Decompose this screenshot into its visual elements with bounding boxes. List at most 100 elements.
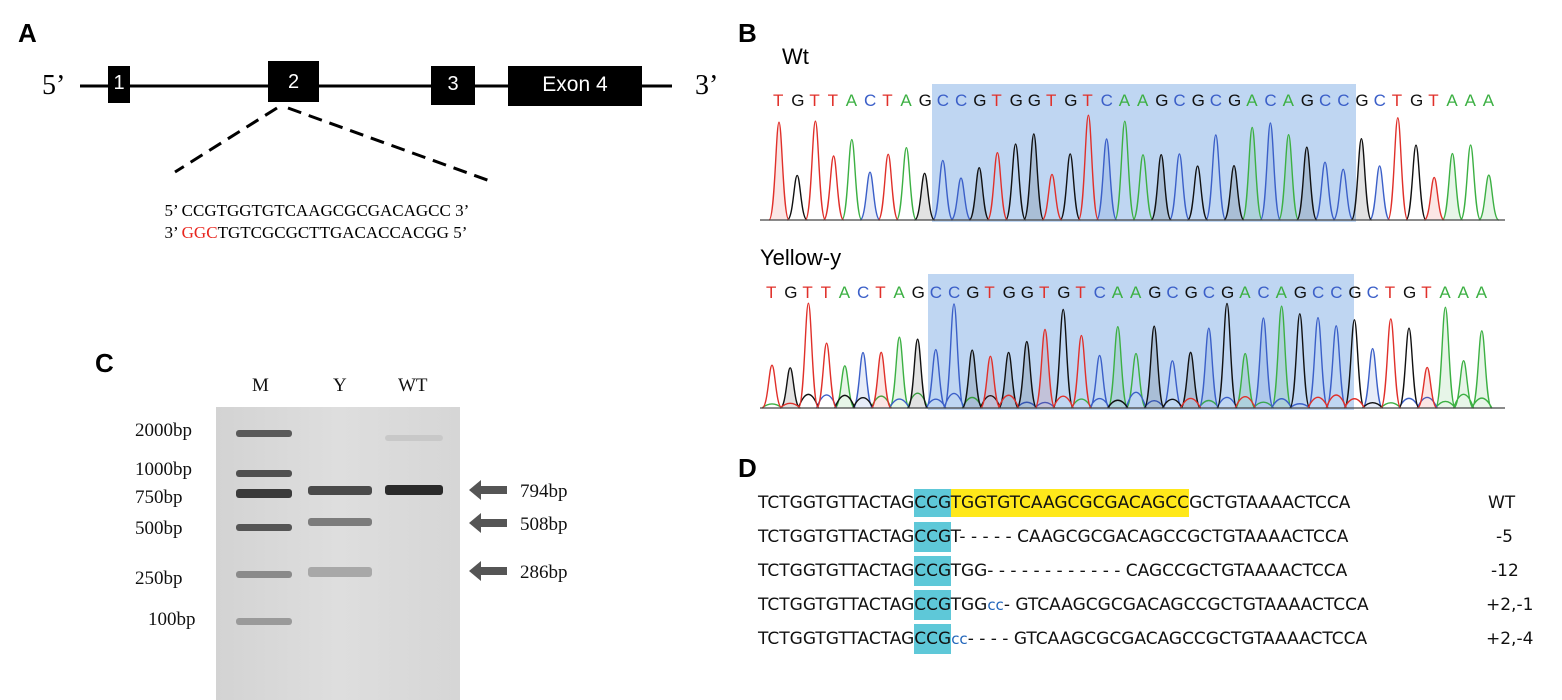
ladder-band-750 — [236, 489, 292, 498]
y-band-508 — [308, 518, 372, 526]
lane-label-y: Y — [333, 375, 347, 396]
base-call-letter: A — [1483, 91, 1495, 110]
insert-bases: cc — [987, 596, 1004, 614]
base-call-letter: G — [1057, 283, 1070, 302]
wt-band-794 — [385, 485, 443, 495]
target-seq-top: 5’ CCGTGGTGTCAAGCGCGACAGCC 3’ — [156, 181, 470, 221]
zoom-line-left — [174, 106, 278, 174]
ladder-label-1000: 1000bp — [135, 459, 192, 480]
base-call-letter: C — [857, 283, 869, 302]
base-call-letter: G — [791, 91, 804, 110]
ladder-band-500 — [236, 524, 292, 531]
trace-line — [768, 114, 1445, 221]
alignment-row-wt: TCTGGTGTTACTAGCCGTGGTGTCAAGCGCGACAGCCGCT… — [758, 489, 1558, 527]
base-call-letter: G — [1148, 283, 1161, 302]
alignment-row-del12: TCTGGTGTTACTAGCCGTGG- - - - - - - - - - … — [758, 556, 1558, 595]
base-call-letter: A — [1283, 91, 1295, 110]
base-call-letter: G — [1192, 91, 1205, 110]
base-call-letter: G — [1294, 283, 1307, 302]
base-call-letter: C — [1173, 91, 1185, 110]
base-call-letter: C — [1312, 283, 1324, 302]
row-suffix: - GTCAAGCGCGACAGCCGCTGTAAAACTCCA — [1003, 595, 1369, 615]
arrow-794 — [469, 480, 507, 500]
base-call-letter: C — [1264, 91, 1276, 110]
target-seq-bottom: 3’ GGCTGTCGCGCTTGACACCACGG 5’ — [156, 203, 468, 243]
exon-4-box — [508, 66, 642, 106]
base-call-letter: T — [821, 283, 831, 302]
row-seq: TGG — [950, 595, 988, 615]
base-call-letter: C — [955, 91, 967, 110]
row-seq: TGG- - - - - - - - - - - - CAGCCGCTGTAAA… — [950, 561, 1348, 581]
panel-b-label: B — [738, 18, 757, 48]
base-call-letter: G — [1348, 283, 1361, 302]
row-label: +2,-1 — [1486, 595, 1534, 615]
base-call-letter: T — [1385, 283, 1395, 302]
panel-c-label: C — [95, 348, 114, 378]
base-call-letter: A — [1465, 91, 1477, 110]
base-call-letter: C — [1337, 91, 1349, 110]
trace-line — [761, 305, 1493, 409]
seq-bottom-pam: GGC — [181, 223, 218, 242]
row-seq: T- - - - - CAAGCGCGACAGCCGCTGTAAAACTCCA — [950, 527, 1349, 547]
arrow-508 — [469, 513, 507, 533]
base-call-letter: G — [919, 91, 932, 110]
base-call-letter: A — [1112, 283, 1124, 302]
row-prefix: TCTGGTGTTACTAG — [758, 527, 915, 547]
base-call-letter: T — [766, 283, 776, 302]
base-call-letter: G — [1355, 91, 1368, 110]
base-call-letter: G — [784, 283, 797, 302]
row-suffix: GCTGTAAAACTCCA — [1189, 493, 1351, 513]
gel-image — [216, 407, 460, 700]
row-suffix: - - - - GTCAAGCGCGACAGCCGCTGTAAAACTCCA — [967, 629, 1368, 649]
ladder-label-100: 100bp — [148, 609, 196, 630]
base-call-letter: T — [1428, 91, 1438, 110]
base-call-letter: G — [1301, 91, 1314, 110]
pam-highlight: CCG — [914, 624, 952, 654]
base-call-letter: G — [966, 283, 979, 302]
base-call-letter: A — [839, 283, 851, 302]
base-call-letter: C — [930, 283, 942, 302]
trace-line — [841, 120, 1500, 221]
base-call-letter: C — [1094, 283, 1106, 302]
pam-highlight: CCG — [914, 556, 951, 586]
base-call-letter: T — [802, 283, 812, 302]
ladder-band-250 — [236, 571, 292, 578]
trace-fill — [834, 306, 1492, 408]
ladder-band-100 — [236, 618, 292, 625]
seq-top-suffix: 3’ — [450, 201, 470, 220]
base-call-letter: A — [1276, 283, 1288, 302]
zoom-line-right — [287, 106, 491, 183]
row-prefix: TCTGGTGTTACTAG — [758, 629, 915, 649]
lane-label-wt: WT — [398, 375, 428, 396]
base-call-letter: G — [1403, 283, 1416, 302]
row-label: WT — [1488, 493, 1516, 513]
y-band-794 — [308, 486, 372, 495]
row-label: -5 — [1496, 527, 1513, 547]
base-call-letter: C — [937, 91, 949, 110]
base-call-letter: A — [1239, 283, 1251, 302]
insert-bases: cc — [951, 630, 968, 648]
base-call-letter: G — [1410, 91, 1423, 110]
trace-line — [779, 302, 1420, 409]
base-call-letter: A — [1119, 91, 1131, 110]
base-call-letter: C — [1203, 283, 1215, 302]
pam-highlight: CCG — [914, 590, 951, 620]
exon-1-box — [108, 66, 130, 103]
band-arrows — [469, 480, 507, 581]
three-prime-end: 3’ — [695, 70, 719, 101]
base-call-letter: T — [882, 91, 892, 110]
row-label: +2,-4 — [1486, 629, 1534, 649]
ladder-label-500: 500bp — [135, 518, 183, 539]
base-call-letter: G — [1185, 283, 1198, 302]
seq-top-prefix: 5’ — [164, 201, 182, 220]
base-call-letter: C — [1101, 91, 1113, 110]
band-label-508: 508bp — [520, 514, 568, 535]
ladder-label-750: 750bp — [135, 487, 183, 508]
trace-fill — [1242, 127, 1499, 220]
base-call-letter: C — [1330, 283, 1342, 302]
exon-2-box — [268, 61, 319, 102]
base-call-letter: G — [1010, 91, 1023, 110]
trace-line — [786, 133, 1427, 221]
